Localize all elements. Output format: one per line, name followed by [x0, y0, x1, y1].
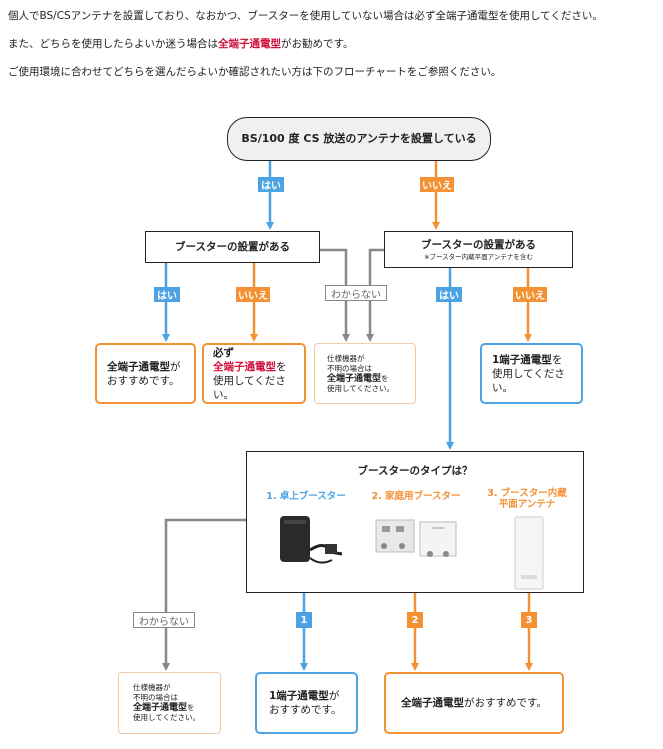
tag-type-1: 1: [296, 612, 312, 628]
question-booster-right-note: ※ブースター内蔵平面アンテナを含む: [424, 252, 533, 261]
tag-type-3: 3: [521, 612, 537, 628]
flat-antenna-image: [514, 516, 544, 590]
text: を: [187, 703, 195, 712]
text: を: [551, 353, 563, 366]
text: を: [381, 373, 389, 383]
text: 仕様機器が: [327, 353, 365, 363]
text: 使用してください。: [133, 713, 201, 722]
result-one-recommended-type: 1端子通電型: [269, 690, 329, 702]
text: 不明の場合は: [327, 363, 372, 373]
question-booster-left: ブースターの設置がある: [145, 231, 320, 263]
type-1-label: 1. 卓上ブースター: [266, 491, 346, 502]
tag-unknown: わからない: [133, 612, 195, 628]
text: 全端子通電型: [327, 373, 382, 384]
tag-yes: はい: [258, 177, 284, 192]
question-booster-right-label: ブースターの設置がある: [421, 238, 536, 251]
result-unknown-left: 仕様機器が 不明の場合は 全端子通電型を 使用してください。: [314, 343, 416, 404]
desktop-booster-image: [280, 516, 343, 564]
result-all-recommended: 全端子通電型が おすすめです。: [95, 343, 196, 404]
intro-line-2-pre: また、どちらを使用したらよいか迷う場合は: [8, 38, 218, 50]
result-all-recommended-text: おすすめです。: [107, 374, 180, 387]
result-all-recommended-type: 全端子通電型: [107, 360, 170, 373]
result-all-recommended-wide: 全端子通電型がおすすめです。: [384, 672, 564, 734]
text: 仕様機器が: [133, 683, 171, 692]
text: 使用してください。: [327, 383, 395, 393]
result-one-recommended-text: おすすめです。: [269, 704, 342, 716]
tag-unknown: わからない: [325, 285, 387, 301]
tag-no: いいえ: [236, 287, 270, 302]
type-2-label: 2. 家庭用ブースター: [371, 491, 461, 502]
home-booster-image: [375, 519, 457, 557]
text: を: [276, 360, 287, 373]
arrow-head: [266, 222, 274, 230]
tag-type-2: 2: [407, 612, 423, 628]
intro-line-2-post: がお勧めです。: [281, 38, 354, 50]
question-booster-right: ブースターの設置がある ※ブースター内蔵平面アンテナを含む: [384, 231, 573, 268]
tag-yes: はい: [436, 287, 462, 302]
text: 全端子通電型: [133, 703, 188, 713]
tag-yes: はい: [154, 287, 180, 302]
result-must-text: 使用してください。: [213, 374, 286, 401]
question-booster-type-label: ブースターのタイプは？: [357, 465, 473, 477]
result-must-use-all: 必ず 全端子通電型を 使用してください。: [202, 343, 306, 404]
text: 不明の場合は: [133, 693, 178, 702]
text: がおすすめです。: [464, 697, 547, 709]
result-one-use-text: 使用してください。: [492, 367, 565, 394]
intro-line-2-emphasis: 全端子通電型: [218, 38, 281, 50]
result-one-use: 1端子通電型を 使用してください。: [480, 343, 583, 404]
text: が: [170, 360, 181, 373]
result-must-label: 必ず: [213, 346, 234, 359]
text: 3. ブースター内蔵: [487, 488, 567, 499]
tag-no: いいえ: [513, 287, 547, 302]
start-node: BS/100 度 CS 放送のアンテナを設置している: [227, 117, 491, 161]
result-must-type: 全端子通電型: [213, 360, 276, 373]
result-one-recommended: 1端子通電型が おすすめです。: [255, 672, 358, 734]
result-one-use-type: 1端子通電型: [492, 353, 552, 366]
intro-line-3: ご使用環境に合わせてどちらを選んだらよいか確認されたい方は下のフローチャートをご…: [8, 66, 502, 78]
type-3-label: 3. ブースター内蔵 平面アンテナ: [472, 488, 582, 510]
text: が: [328, 690, 340, 702]
intro-line-2: また、どちらを使用したらよいか迷う場合は全端子通電型がお勧めです。: [8, 37, 353, 51]
question-booster-left-label: ブースターの設置がある: [175, 241, 290, 253]
start-node-label: BS/100 度 CS 放送のアンテナを設置している: [241, 132, 477, 145]
tag-no: いいえ: [420, 177, 454, 192]
text: 平面アンテナ: [498, 499, 556, 510]
result-unknown-bottom: 仕様機器が 不明の場合は 全端子通電型を 使用してください。: [118, 672, 221, 734]
intro-line-1: 個人でBS/CSアンテナを設置しており、なおかつ、ブースターを使用していない場合…: [8, 10, 603, 22]
result-all-recommended-wide-type: 全端子通電型: [401, 697, 465, 709]
